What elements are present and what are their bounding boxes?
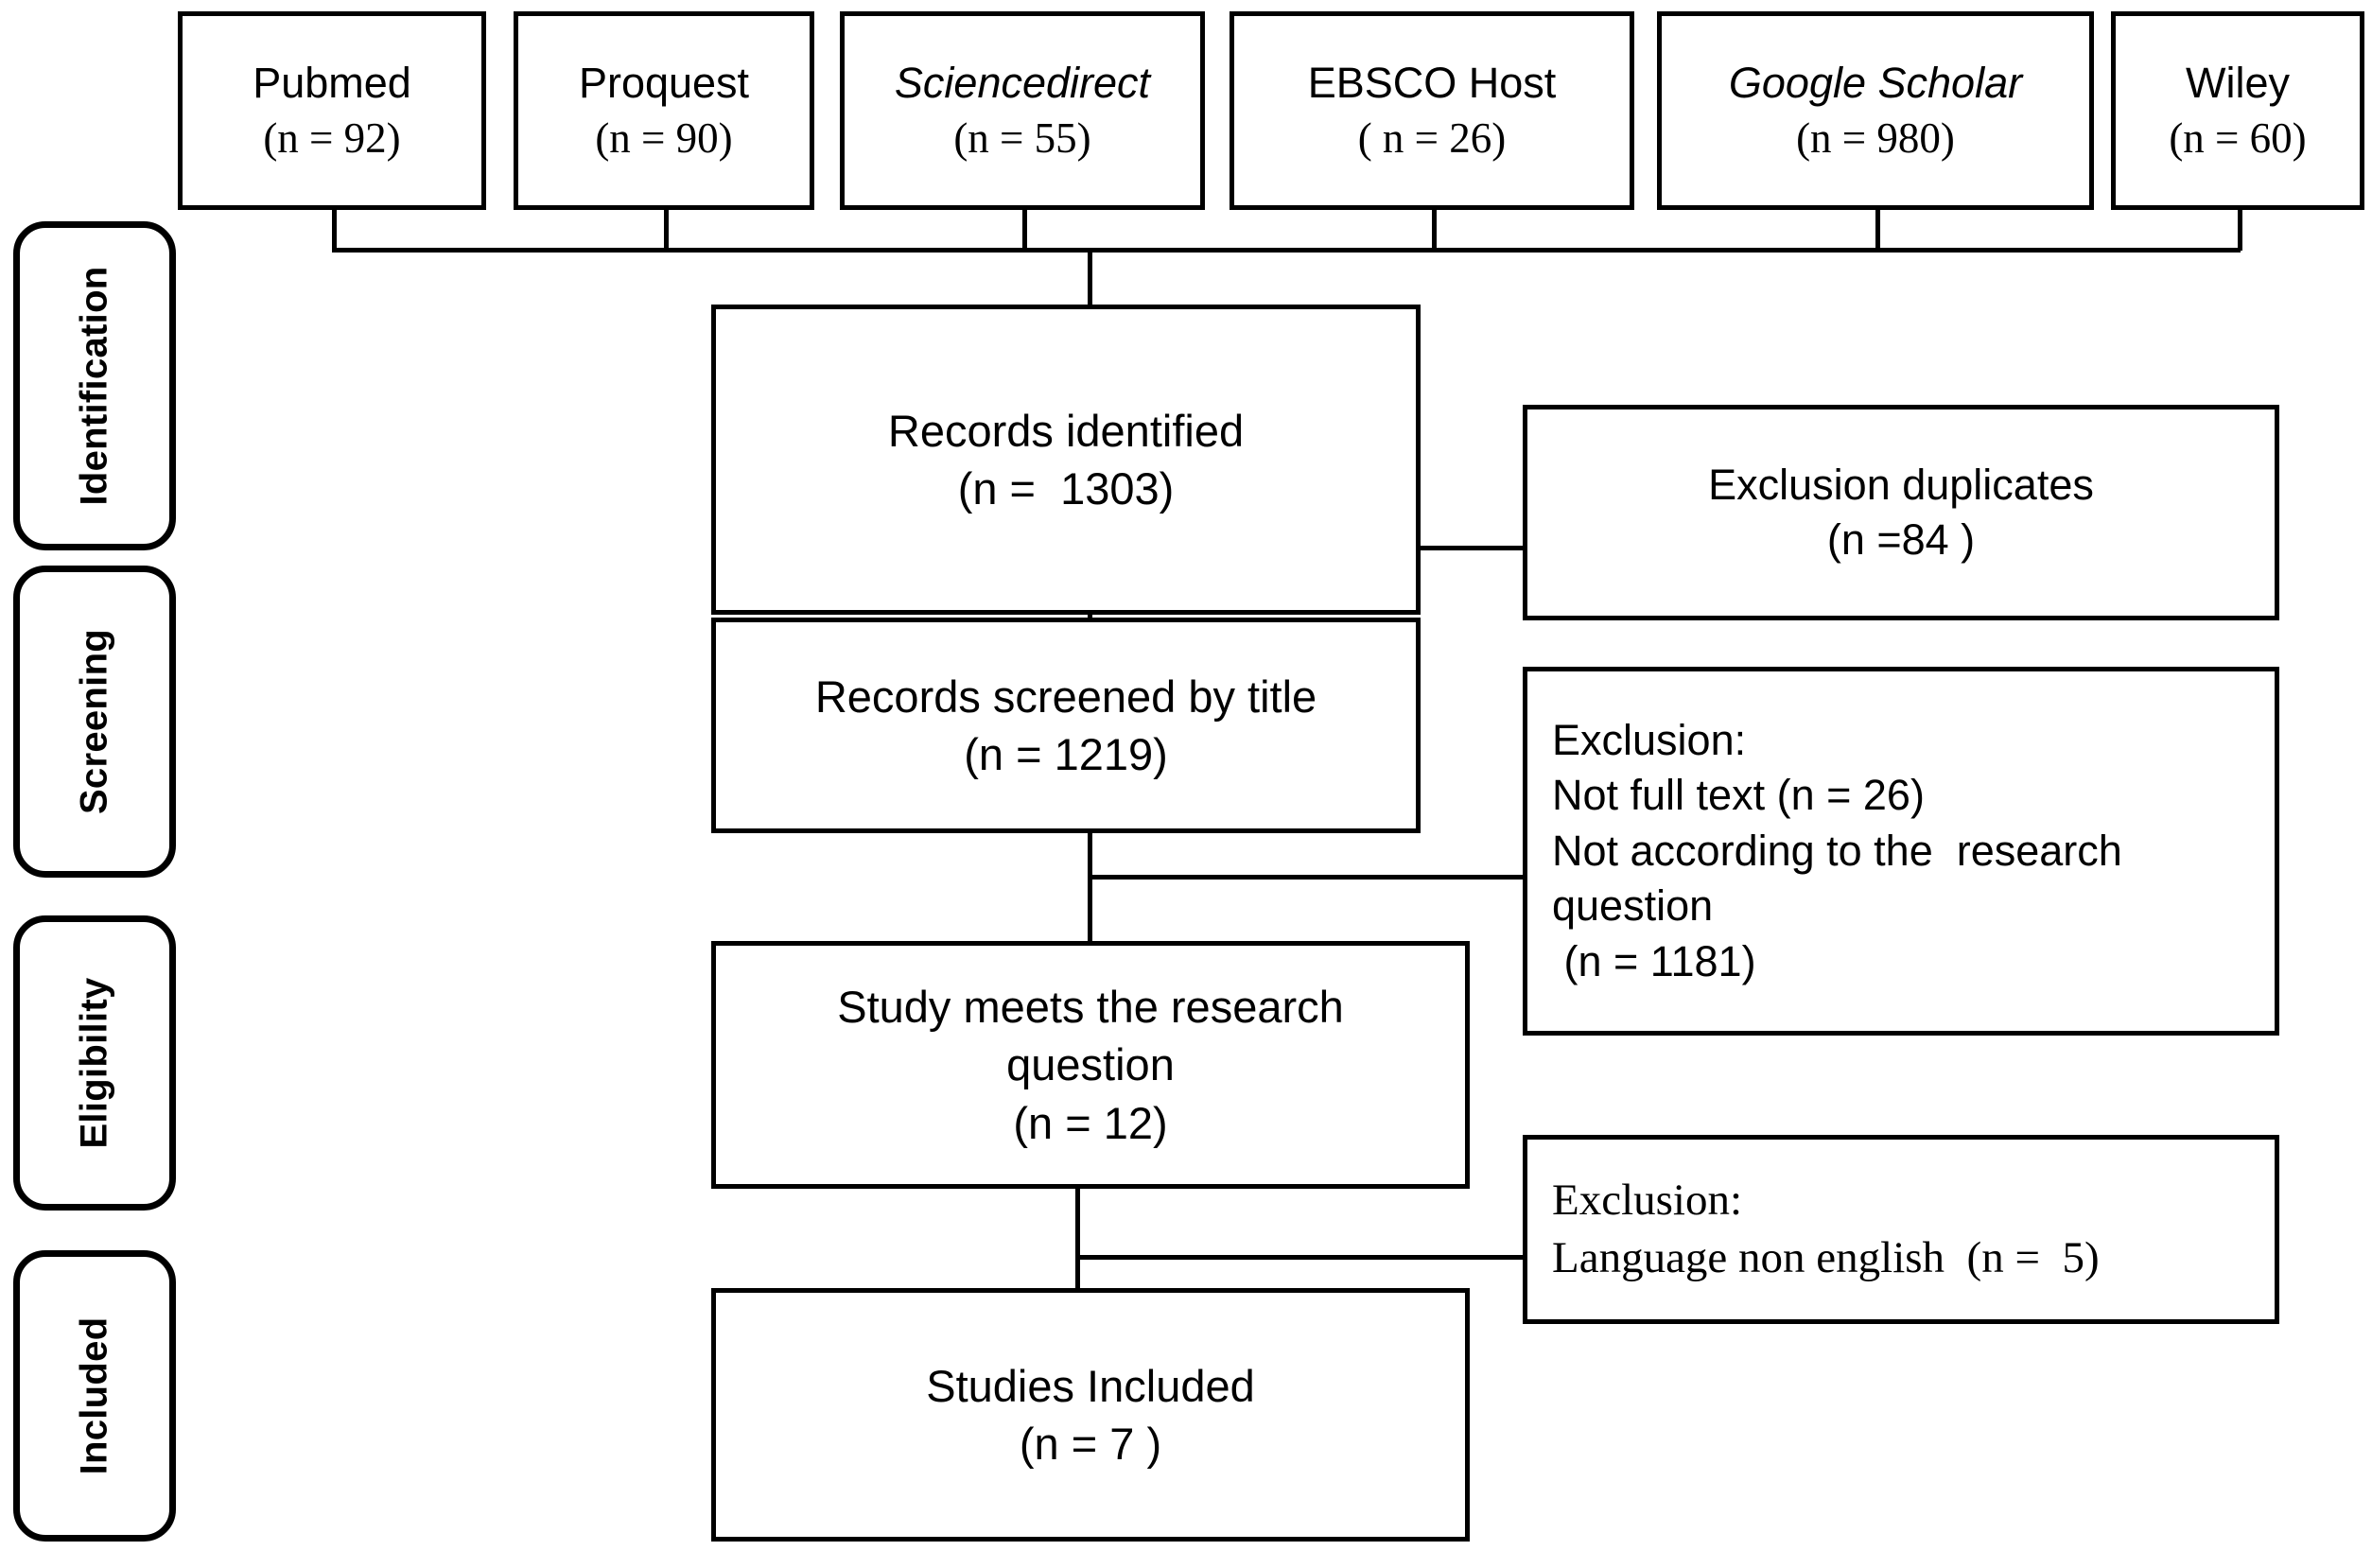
source-name: EBSCO Host	[1307, 58, 1557, 107]
connector-source-drop-ebsco	[1432, 208, 1437, 251]
exclusion-box-language: Exclusion: Language non english (n = 5)	[1523, 1135, 2279, 1324]
stage-included: Included	[13, 1250, 176, 1542]
source-count: (n = 92)	[263, 114, 401, 162]
exclusion-box-duplicates: Exclusion duplicates (n =84 )	[1523, 405, 2279, 620]
source-box-wiley: Wiley (n = 60)	[2111, 11, 2364, 210]
connector-branch-to-language-exclusion	[1075, 1255, 1526, 1260]
source-count: (n = 980)	[1796, 114, 1955, 162]
source-count: (n = 55)	[953, 114, 1091, 162]
flow-count: (n = 12)	[1013, 1097, 1168, 1148]
exclusion-line: Exclusion:	[1552, 1175, 1743, 1225]
source-name: Proquest	[578, 58, 750, 107]
exclusion-line: Exclusion:	[1552, 715, 1747, 764]
stage-eligibility: Eligibility	[13, 915, 176, 1211]
connector-source-drop-proquest	[664, 208, 669, 251]
exclusion-line: Exclusion duplicates	[1708, 460, 2094, 509]
exclusion-line: question	[1552, 881, 1714, 931]
source-box-ebsco-host: EBSCO Host ( n = 26)	[1230, 11, 1634, 210]
connector-manifold-to-identified	[1088, 248, 1092, 305]
flow-box-studies-included: Studies Included (n = 7 )	[711, 1288, 1470, 1542]
exclusion-line: Not according to the research	[1552, 826, 2122, 875]
connector-meets-to-included	[1075, 1189, 1080, 1290]
stage-identification: Identification	[13, 221, 176, 550]
flow-box-records-screened: Records screened by title (n = 1219)	[711, 618, 1421, 833]
stage-label: Screening	[73, 628, 115, 815]
stage-label: Included	[73, 1316, 115, 1475]
source-count: (n = 90)	[595, 114, 733, 162]
flow-line: Studies Included	[926, 1360, 1255, 1411]
source-box-google-scholar: Google Scholar (n = 980)	[1657, 11, 2094, 210]
source-name: Google Scholar	[1728, 58, 2023, 107]
flow-line: question	[1006, 1039, 1175, 1090]
connector-manifold-bar	[332, 248, 2241, 253]
stage-label: Eligibility	[73, 977, 115, 1149]
flow-box-records-identified: Records identified (n = 1303)	[711, 305, 1421, 615]
exclusion-count: (n =84 )	[1826, 515, 1976, 564]
flow-count: (n = 7 )	[1019, 1419, 1162, 1469]
connector-manifold-left-riser	[332, 248, 337, 251]
connector-screened-to-meets	[1088, 833, 1092, 943]
exclusion-box-screening: Exclusion: Not full text (n = 26) Not ac…	[1523, 667, 2279, 1036]
source-name: Pubmed	[253, 58, 411, 107]
exclusion-line: Not full text (n = 26)	[1552, 771, 1925, 820]
flow-count: (n = 1303)	[957, 463, 1175, 514]
source-box-pubmed: Pubmed (n = 92)	[178, 11, 486, 210]
flow-line: Records screened by title	[814, 671, 1317, 722]
source-count: (n = 60)	[2169, 114, 2307, 162]
flow-line: Records identified	[887, 405, 1245, 456]
source-count: ( n = 26)	[1357, 114, 1507, 162]
source-box-sciencedirect: Sciencedirect (n = 55)	[840, 11, 1205, 210]
source-name: Wiley	[2186, 58, 2290, 107]
stage-screening: Screening	[13, 566, 176, 878]
connector-source-drop-wiley	[2238, 208, 2242, 251]
flow-box-study-meets-research-question: Study meets the research question (n = 1…	[711, 941, 1470, 1189]
connector-source-drop-pubmed	[332, 208, 337, 251]
connector-source-drop-google-scholar	[1875, 208, 1880, 251]
flow-count: (n = 1219)	[964, 729, 1168, 779]
exclusion-count: (n = 1181)	[1552, 936, 1756, 985]
connector-branch-to-screening-exclusion	[1088, 875, 1525, 880]
exclusion-line: Language non english (n = 5)	[1552, 1233, 2100, 1282]
source-box-proquest: Proquest (n = 90)	[514, 11, 814, 210]
flow-line: Study meets the research	[837, 982, 1344, 1033]
connector-source-drop-sciencedirect	[1022, 208, 1027, 251]
stage-label: Identification	[73, 266, 115, 506]
source-name: Sciencedirect	[894, 58, 1151, 107]
